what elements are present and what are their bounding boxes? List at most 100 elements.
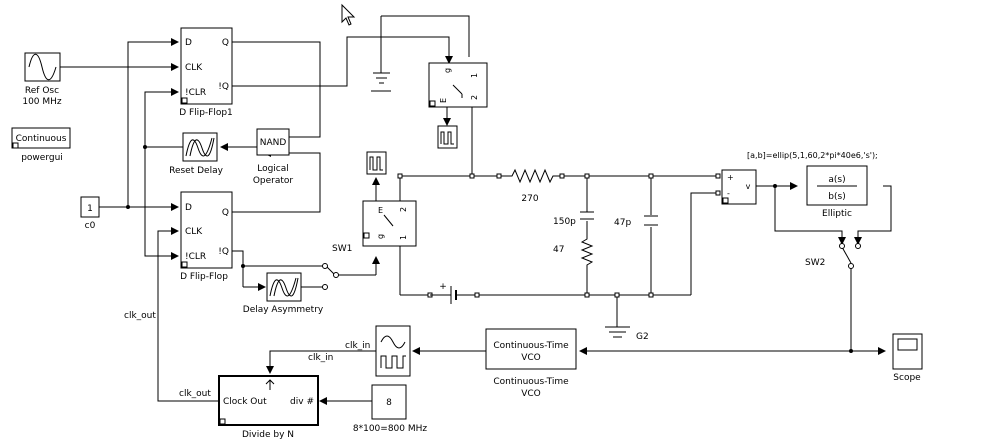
junction-dots xyxy=(126,145,853,353)
scope-block[interactable]: Scope xyxy=(892,333,923,383)
ref-osc-label-1: Ref Osc xyxy=(25,86,59,96)
step-scope-top[interactable] xyxy=(437,125,458,149)
ref-osc-block[interactable]: Ref Osc 100 MHz xyxy=(22,52,62,107)
dff-q-port: Q xyxy=(222,208,229,218)
c0-label: c0 xyxy=(85,221,96,231)
dff-clr-port: !CLR xyxy=(185,252,206,262)
transport-delay-icon xyxy=(185,137,213,157)
vco-face-2: VCO xyxy=(521,353,541,363)
r270-label: 270 xyxy=(521,194,538,204)
battery-plus: + xyxy=(439,282,447,292)
dc-voltage-source[interactable]: + xyxy=(430,282,475,304)
dff1-label: D Flip-Flop1 xyxy=(179,108,233,118)
constant-c0-block[interactable]: 1 c0 xyxy=(80,196,100,231)
vco-label-1: Continuous-Time xyxy=(493,377,569,387)
mouse-cursor-icon xyxy=(341,3,356,26)
delay-asymmetry-label: Delay Asymmetry xyxy=(243,305,324,315)
sw1-manual-switch[interactable]: SW1 xyxy=(322,244,353,290)
comparator-pulse-block[interactable] xyxy=(375,325,411,377)
dff-nq-port: !Q xyxy=(218,247,229,257)
transport-delay-icon xyxy=(269,277,297,297)
nand-logical-operator[interactable]: NAND Logical Operator xyxy=(253,128,294,186)
d-flip-flop-block[interactable]: D CLK !CLR Q !Q D Flip-Flop xyxy=(180,191,233,282)
port-terminals xyxy=(397,173,721,298)
c47p-label: 47p xyxy=(614,218,631,228)
resistor-270[interactable]: 270 xyxy=(501,168,560,204)
d-flip-flop1-block[interactable]: D CLK !CLR Q !Q D Flip-Flop1 xyxy=(179,27,233,118)
sw2-manual-switch[interactable]: SW2 xyxy=(805,243,861,269)
ref-osc-label-2: 100 MHz xyxy=(22,97,62,107)
signal-lines xyxy=(60,15,892,405)
const8-label: 8*100=800 MHz xyxy=(353,424,428,434)
svg-text:-: - xyxy=(727,189,730,198)
clk-in-right-label: clk_in xyxy=(345,341,370,351)
elliptic-numerator: a(s) xyxy=(828,175,845,185)
scope-label: Scope xyxy=(893,373,921,383)
clk-in-left-label: clk_in xyxy=(308,353,333,363)
delay-asymmetry-block[interactable]: Delay Asymmetry xyxy=(243,272,324,315)
powergui-face: Continuous xyxy=(16,134,67,144)
clk-out-bottom-label: clk_out xyxy=(179,389,211,399)
svg-text:E: E xyxy=(378,206,383,215)
pulse-icon xyxy=(369,156,383,171)
powergui-label: powergui xyxy=(21,153,63,163)
c0-value: 1 xyxy=(87,204,93,214)
dff1-clr-port: !CLR xyxy=(185,88,206,98)
elliptic-label: Elliptic xyxy=(822,209,852,219)
capacitor-150p[interactable]: 150p xyxy=(553,211,594,227)
divn-label: Divide by N xyxy=(242,430,294,440)
nand-face: NAND xyxy=(260,138,287,148)
c150p-label: 150p xyxy=(553,217,576,227)
vco-label-2: VCO xyxy=(521,389,541,399)
dff-label: D Flip-Flop xyxy=(180,272,228,282)
svg-text:1: 1 xyxy=(470,73,479,78)
ground-g2[interactable]: G2 xyxy=(605,326,649,342)
dff-clk-port: CLK xyxy=(185,227,203,237)
nand-label-2: Operator xyxy=(253,176,294,186)
elliptic-denominator: b(s) xyxy=(828,192,845,202)
const8-value: 8 xyxy=(386,398,392,408)
divide-by-n-block[interactable]: Clock Out div # Divide by N xyxy=(218,375,319,440)
sine-wave-icon xyxy=(28,53,57,81)
sw1-label: SW1 xyxy=(332,244,352,254)
svg-text:2: 2 xyxy=(470,95,479,100)
nand-label-1: Logical xyxy=(257,164,289,174)
svg-text:g: g xyxy=(443,68,452,73)
continuous-time-vco-block[interactable]: Continuous-Time VCO Continuous-Time VCO xyxy=(485,328,577,399)
scope-screen-icon xyxy=(897,338,918,351)
svg-text:v: v xyxy=(746,182,751,191)
reset-delay-label: Reset Delay xyxy=(169,166,223,176)
square-wave-icon xyxy=(380,355,406,369)
svg-text:2: 2 xyxy=(399,207,408,212)
elliptic-annotation: [a,b]=ellip(5,1,60,2*pi*40e6,'s'); xyxy=(747,151,878,160)
dff1-clk-port: CLK xyxy=(185,63,203,73)
sw2-label: SW2 xyxy=(805,258,825,268)
ideal-switch-mid[interactable]: E g 2 1 xyxy=(362,200,417,247)
divn-div-port: div # xyxy=(290,397,314,407)
svg-text:1: 1 xyxy=(399,235,408,240)
capacitor-47p[interactable]: 47p xyxy=(614,215,658,228)
dff1-nq-port: !Q xyxy=(218,82,229,92)
constant-8-block[interactable]: 8 8*100=800 MHz xyxy=(353,384,428,434)
ideal-switch-top[interactable]: E g 1 2 xyxy=(428,62,488,108)
clk-out-left-label: clk_out xyxy=(124,311,156,321)
sine-icon xyxy=(380,335,406,349)
vco-face-1: Continuous-Time xyxy=(493,341,569,351)
dff1-d-port: D xyxy=(185,38,192,48)
dff-d-port: D xyxy=(185,203,192,213)
reset-delay-block[interactable]: Reset Delay xyxy=(169,132,224,176)
pulse-icon xyxy=(440,131,454,145)
r47-label: 47 xyxy=(553,245,564,255)
svg-text:+: + xyxy=(727,173,734,182)
resistor-47[interactable]: 47 xyxy=(553,234,594,268)
voltage-measurement-block[interactable]: + - v xyxy=(721,169,757,205)
dff1-q-port: Q xyxy=(222,38,229,48)
step-scope-mid[interactable] xyxy=(366,151,387,175)
svg-text:g: g xyxy=(376,234,385,239)
svg-text:E: E xyxy=(439,98,448,103)
g2-label: G2 xyxy=(636,332,649,342)
powergui-block[interactable]: Continuous powergui xyxy=(11,127,71,163)
elliptic-filter-block[interactable]: [a,b]=ellip(5,1,60,2*pi*40e6,'s'); a(s) … xyxy=(747,151,878,219)
